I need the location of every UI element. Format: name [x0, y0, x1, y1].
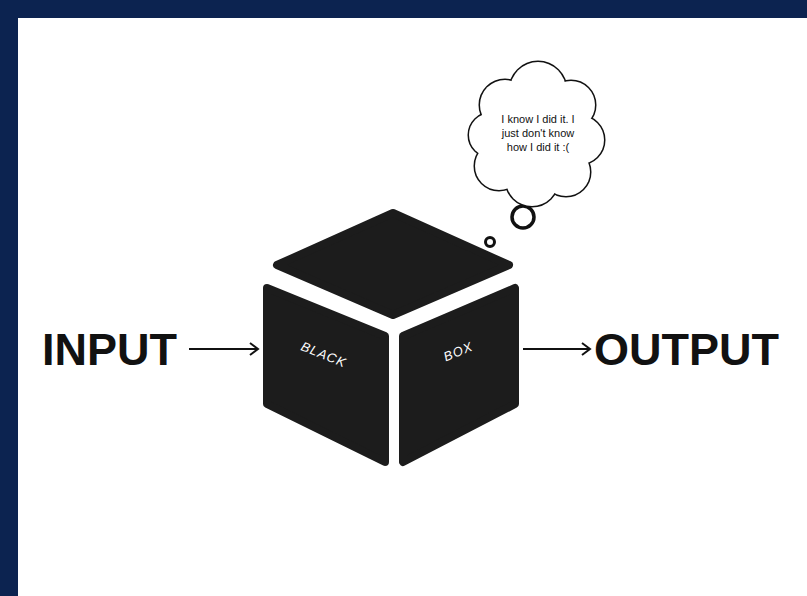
- thought-bubble-large: [512, 206, 534, 228]
- thought-bubble-small: [486, 238, 495, 247]
- frame-top: [0, 0, 807, 18]
- thought-text: I know I did it. I just don't know how I…: [494, 112, 582, 154]
- cube-left-face: [267, 288, 385, 462]
- cube-top-face: [277, 213, 509, 315]
- thought-cloud: I know I did it. I just don't know how I…: [470, 60, 605, 210]
- input-label: INPUT: [42, 327, 177, 372]
- input-arrow-head: [250, 343, 258, 355]
- output-arrow-head: [582, 343, 590, 355]
- black-box-cube: BLACKBOX: [262, 208, 520, 470]
- cube-outline: [262, 208, 520, 470]
- input-arrow-shaft: [189, 348, 257, 350]
- output-arrow-shaft: [523, 348, 589, 350]
- frame-left: [0, 0, 18, 596]
- cube-right-face: [403, 288, 515, 462]
- output-label: OUTPUT: [594, 327, 779, 372]
